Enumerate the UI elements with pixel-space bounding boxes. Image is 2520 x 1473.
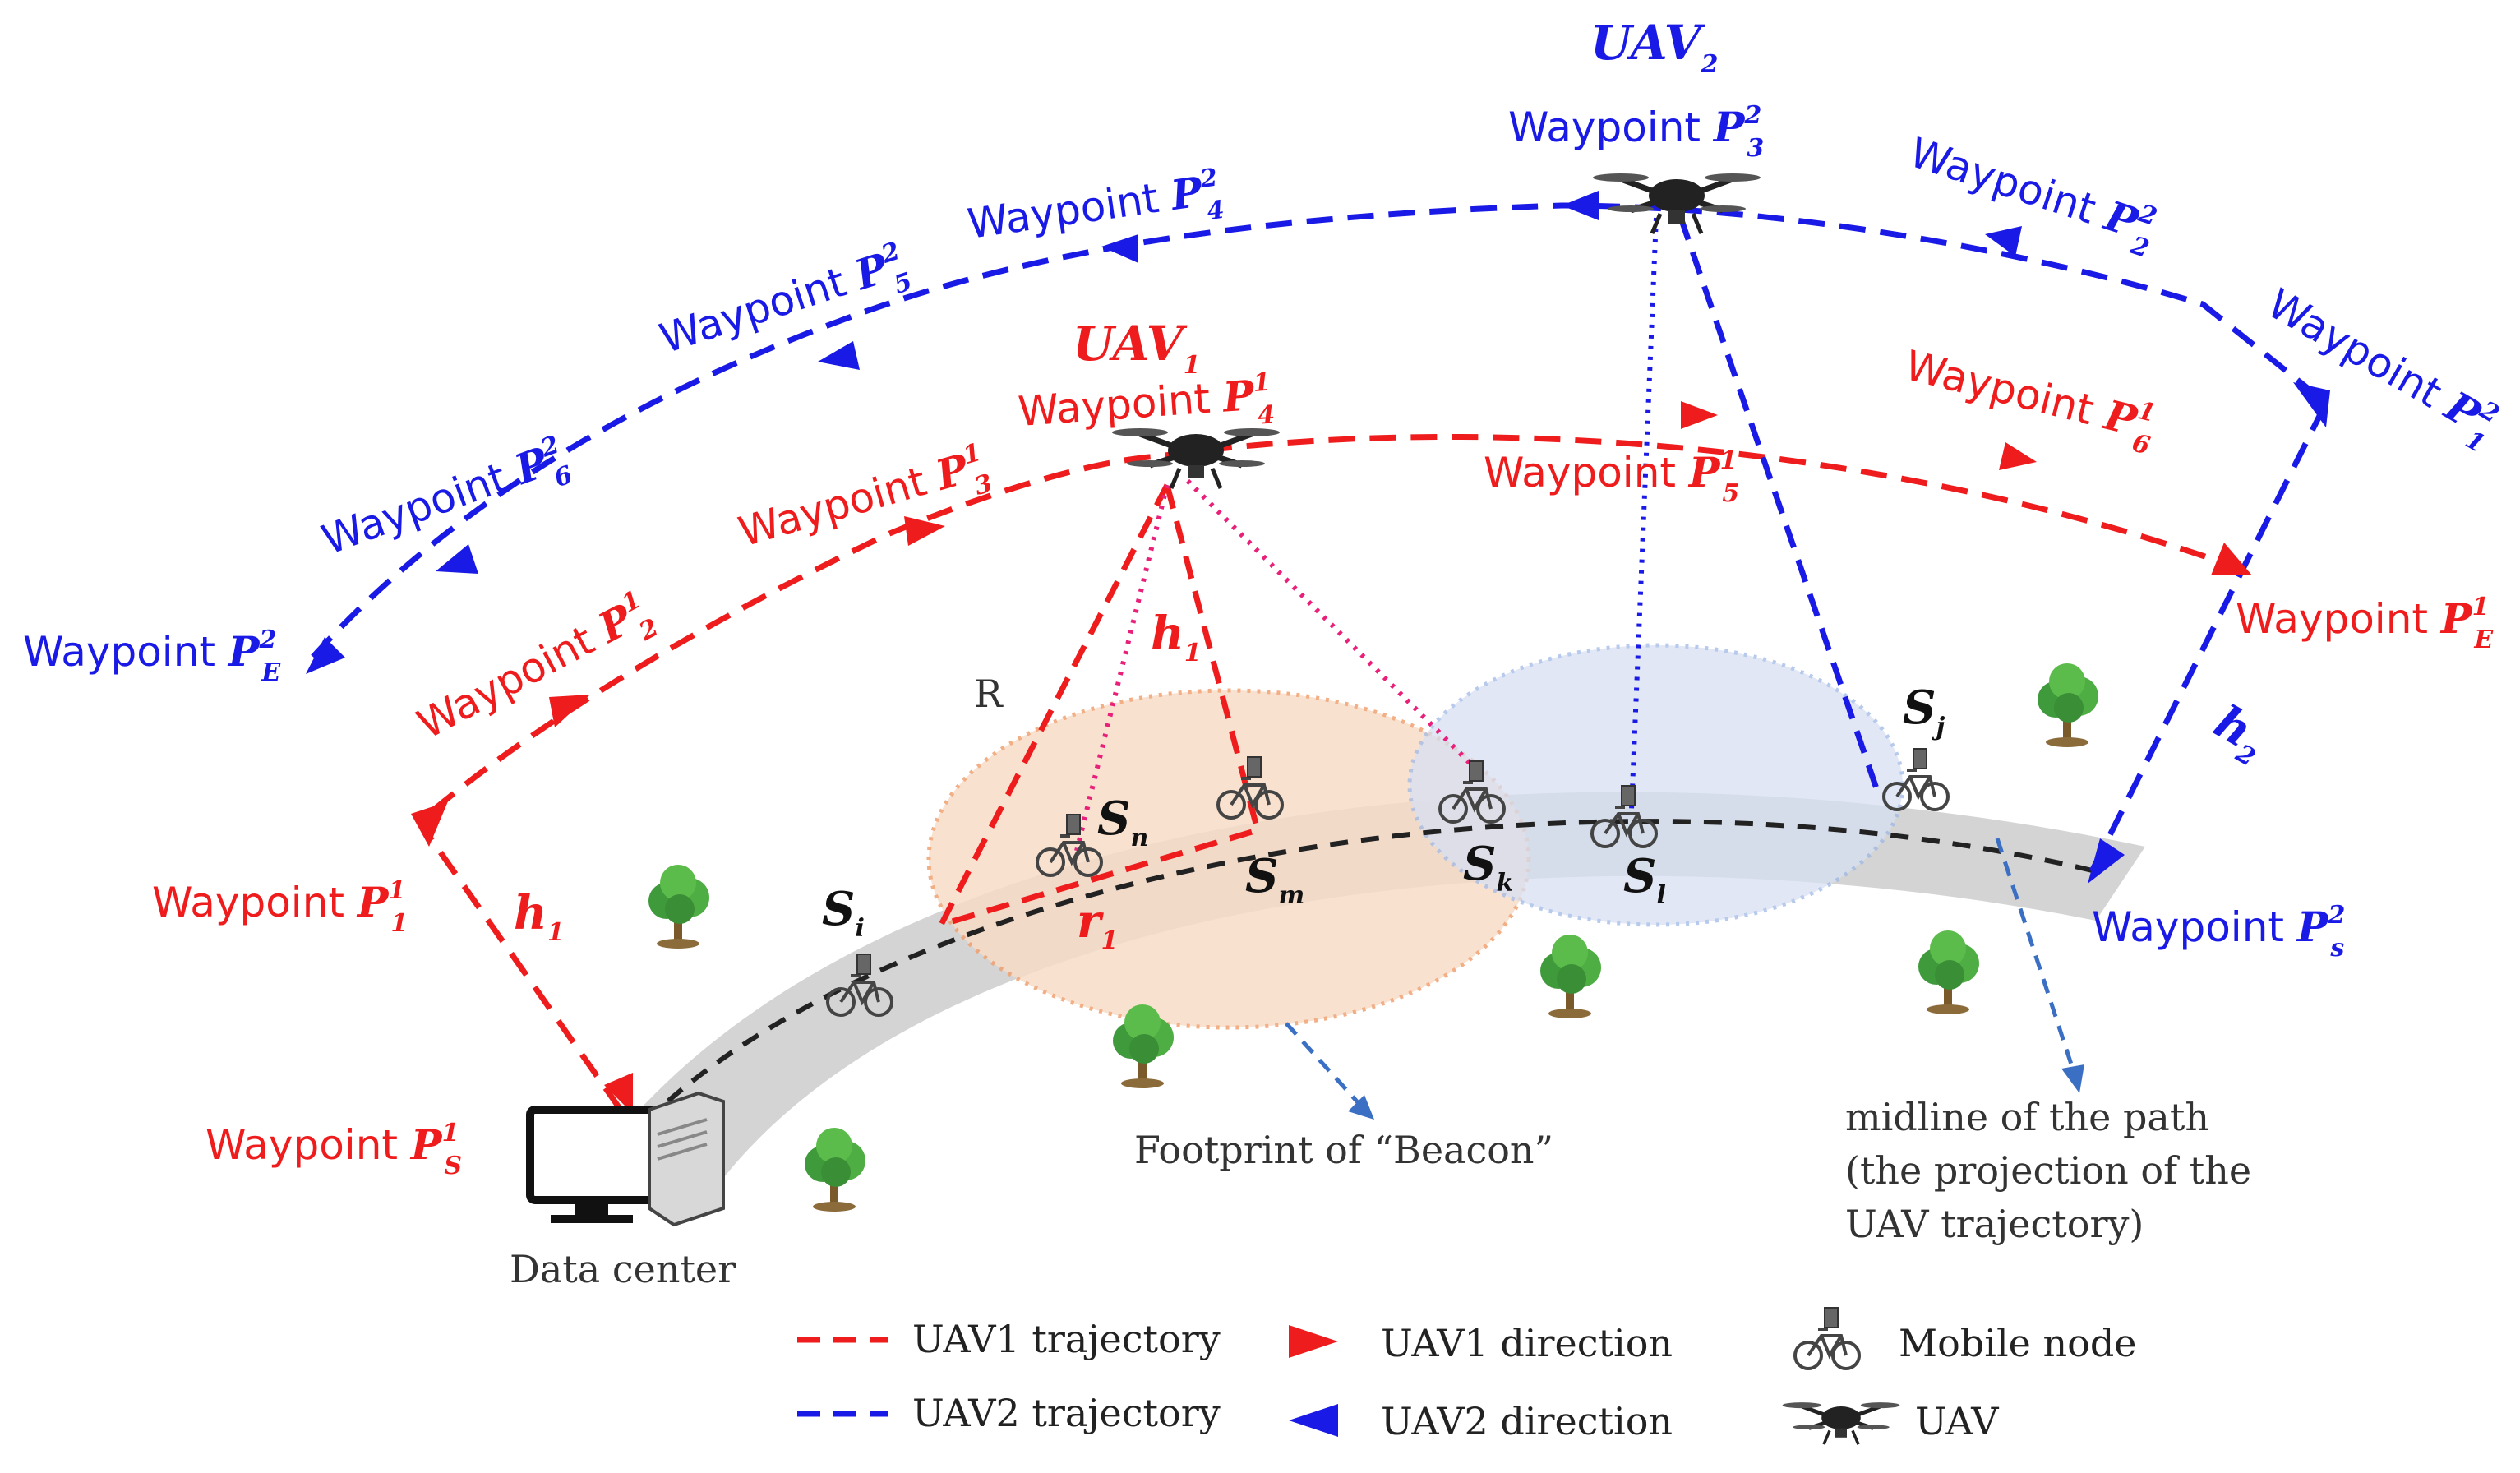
footprint-label: Footprint of “Beacon”	[1134, 1128, 1553, 1172]
midline-pointer	[1995, 838, 2078, 1078]
uav2-trajectory	[310, 202, 2330, 873]
h2-label: h2	[2202, 695, 2276, 773]
r-label: R	[974, 672, 1004, 716]
waypoint-p1-uav2: Waypoint P21	[2254, 278, 2506, 459]
midline-pointer-head	[2061, 1064, 2084, 1093]
uav1-trajectory	[415, 434, 2237, 1112]
legend-mobile-node-icon	[1793, 1306, 1861, 1370]
uav1-direction-arrow	[549, 695, 590, 727]
node-sn: Sn	[1097, 792, 1148, 852]
uav2-direction-arrow	[436, 544, 478, 574]
legend-uav-icon	[1783, 1402, 1900, 1444]
uav2-direction-arrow	[1562, 191, 1599, 220]
uav1-direction-arrow	[904, 516, 945, 546]
node-labels: Si Sn Sm Sk Sl Sj	[822, 681, 1945, 943]
footprint-pointer	[1285, 1022, 1366, 1111]
legend: UAV1 trajectory UAV2 trajectory UAV1 dir…	[797, 1306, 2137, 1444]
uav2-direction-arrow	[2088, 838, 2125, 884]
node-si: Si	[822, 882, 865, 943]
midline-label-line2: (the projection of the	[1845, 1148, 2251, 1193]
tree-icon	[2038, 663, 2098, 747]
uav2-direction-arrow	[1985, 226, 2022, 256]
uav1-direction-arrow	[1999, 442, 2037, 470]
uav1-title: UAV1	[1073, 316, 1200, 380]
waypoint-p4-uav2: Waypoint P24	[964, 163, 1226, 260]
legend-uav2-direction-arrow	[1289, 1404, 1338, 1437]
h1-label-left: h1	[514, 886, 565, 947]
r1-label: r1	[1077, 894, 1118, 955]
legend-mobile-node: Mobile node	[1899, 1321, 2137, 1365]
data-center-icon	[526, 1091, 725, 1227]
uav1-direction-arrow	[1681, 401, 1718, 429]
midline-label-line1: midline of the path	[1845, 1095, 2209, 1139]
path-midline	[643, 819, 2097, 1124]
legend-uav1-direction-arrow	[1289, 1325, 1338, 1358]
uav2-drone-icon	[1593, 173, 1761, 233]
uav1-direction-arrow	[604, 1073, 633, 1114]
uav2-direction-arrow	[1101, 234, 1138, 263]
legend-uav2-trajectory: UAV2 trajectory	[912, 1391, 1221, 1435]
uav2-direction-arrow	[306, 637, 345, 674]
uav1-coverage-lines	[935, 478, 1474, 930]
data-center-label: Data center	[510, 1247, 736, 1291]
uav2-direction-arrow	[2293, 382, 2330, 427]
legend-uav1-trajectory: UAV1 trajectory	[912, 1317, 1221, 1361]
tree-icon	[1918, 930, 1979, 1014]
uav1-direction-arrow	[411, 801, 448, 847]
legend-uav1-direction: UAV1 direction	[1381, 1321, 1673, 1365]
uav2-coverage-lines	[1629, 216, 1881, 810]
footprint-pointer-head	[1348, 1095, 1374, 1120]
tree-icon	[1540, 935, 1601, 1018]
legend-uav2-direction: UAV2 direction	[1381, 1399, 1673, 1443]
tree-icon	[805, 1128, 865, 1212]
midline-label-line3: UAV trajectory)	[1845, 1202, 2144, 1246]
node-sj: Sj	[1903, 681, 1945, 741]
uav1-direction-arrow	[2211, 543, 2252, 575]
legend-uav: UAV	[1915, 1399, 1999, 1443]
node-sl: Sl	[1623, 849, 1666, 910]
node-sm: Sm	[1245, 849, 1304, 910]
h1-label-center: h1	[1151, 607, 1202, 667]
uav2-direction-arrow	[818, 341, 860, 370]
node-sk: Sk	[1463, 837, 1513, 898]
waypoint-p6-uav2: Waypoint P26	[315, 429, 576, 575]
tree-icon	[648, 865, 709, 949]
uav2-title: UAV2	[1590, 15, 1718, 79]
waypoint-p6-uav1: Waypoint P16	[1898, 339, 2161, 460]
